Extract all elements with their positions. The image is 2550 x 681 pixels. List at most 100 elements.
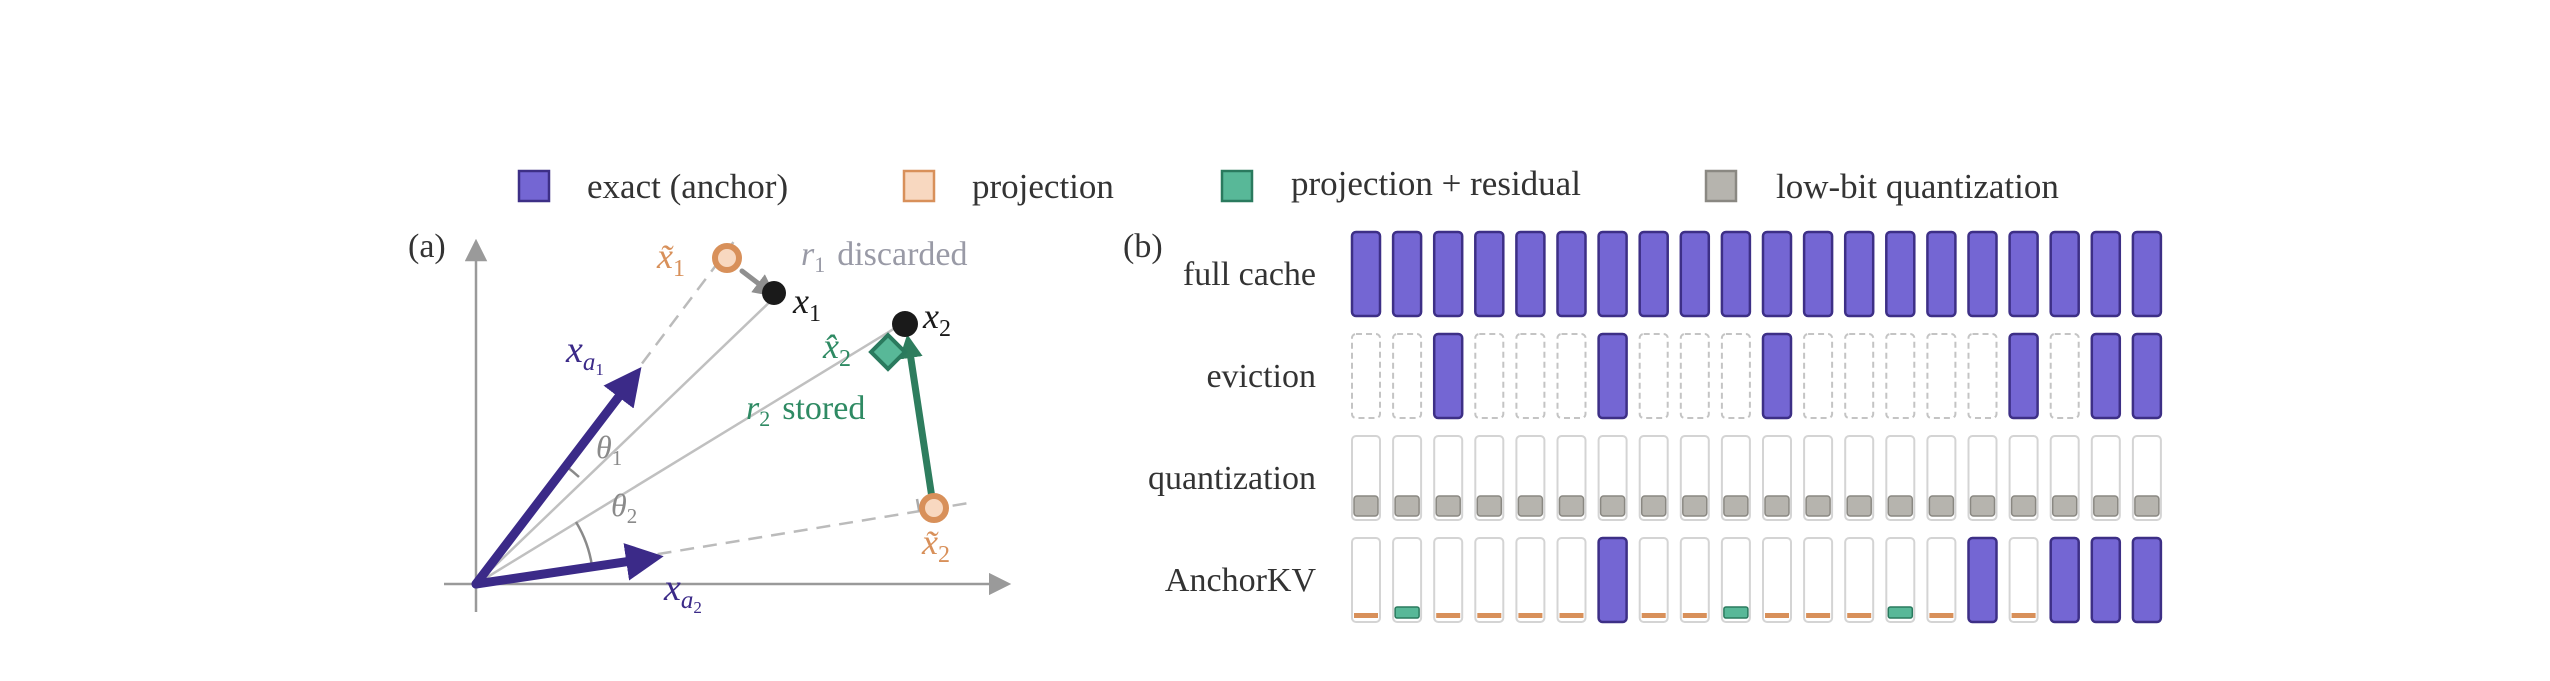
label-xa2: xa2 [663, 567, 702, 617]
cell-exact [1350, 230, 1382, 318]
cell-exact [1597, 536, 1628, 624]
cell-projection-fill [1354, 613, 1378, 618]
cache-cell [1638, 435, 1669, 521]
cell-outline [1762, 537, 1792, 623]
cell-outline [1803, 537, 1834, 623]
cache-cell [1515, 537, 1546, 623]
cache-cell [2131, 435, 2162, 521]
cache-grid [1350, 230, 2163, 624]
legend-swatch-residual [1220, 169, 1254, 203]
legend-label-projection: projection [972, 167, 1114, 206]
cache-cell [1885, 435, 1916, 521]
cell-evicted [1844, 333, 1875, 419]
row-label-3: AnchorKV [1165, 562, 1317, 599]
cache-cell [2090, 332, 2122, 420]
cache-cell [1720, 435, 1751, 521]
cache-cell [1762, 537, 1792, 623]
row-label-2: quantization [1148, 460, 1316, 497]
cache-cell [1597, 230, 1628, 318]
cache-cell [1885, 333, 1916, 419]
cell-exact [1432, 332, 1464, 420]
cell-evicted [1392, 333, 1423, 419]
cache-cell [1844, 333, 1875, 419]
cache-cell [1761, 230, 1793, 318]
cell-residual-fill [1394, 606, 1420, 619]
cache-cell [1844, 435, 1875, 521]
legend-label-exact: exact (anchor) [587, 167, 788, 206]
cache-cell [1967, 230, 1998, 318]
cell-evicted [1515, 333, 1546, 419]
cell-exact [1556, 230, 1587, 318]
cell-lowbit-fill [1435, 495, 1461, 517]
cell-outline [1679, 537, 1710, 623]
row-label-0: full cache [1183, 256, 1316, 293]
reconstruction-point-x-hat-2 [868, 332, 908, 372]
cell-outline [1926, 537, 1957, 623]
cell-exact [1802, 230, 1834, 318]
cell-lowbit-fill [1394, 495, 1420, 517]
cell-outline [1720, 537, 1751, 623]
cache-cell [1433, 537, 1464, 623]
cache-cell [2131, 536, 2163, 624]
guide-line-x2 [475, 320, 906, 586]
cell-exact [1515, 230, 1546, 318]
cell-evicted [1926, 333, 1957, 419]
label-x-hat-2: x̂2 [822, 326, 851, 372]
cache-cell [2049, 536, 2080, 624]
cell-exact [2131, 332, 2163, 420]
cell-residual-fill [1887, 606, 1914, 619]
cell-projection-fill [1847, 613, 1872, 618]
cell-lowbit-fill [1846, 495, 1872, 517]
theta2-arc [574, 521, 594, 567]
cell-lowbit-fill [2093, 495, 2119, 517]
anchor-vector-a2 [471, 543, 664, 589]
cache-cell [1350, 230, 1382, 318]
cell-exact [2131, 536, 2163, 624]
cache-cell [1556, 435, 1587, 521]
cache-cell [1515, 435, 1546, 521]
residual-r2-arrow [899, 334, 936, 502]
cell-lowbit-fill [1558, 495, 1585, 517]
cell-evicted [1351, 333, 1381, 419]
cell-exact [2131, 230, 2163, 318]
cell-evicted [1720, 333, 1751, 419]
cell-exact [2049, 230, 2080, 318]
cell-lowbit-fill [2010, 495, 2037, 517]
cell-lowbit-fill [1640, 495, 1667, 517]
cache-cell [1926, 230, 1957, 318]
cache-cell [2131, 332, 2163, 420]
residual-r1-arrow [739, 268, 776, 297]
cell-exact [1761, 332, 1793, 420]
cell-evicted [1556, 333, 1587, 419]
cell-exact [1474, 230, 1505, 318]
legend-label-lowbit: low-bit quantization [1776, 167, 2059, 206]
cell-exact [1967, 536, 1998, 624]
cell-outline [2008, 537, 2039, 623]
cell-exact [2090, 230, 2122, 318]
cell-lowbit-fill [1353, 495, 1379, 517]
cache-cell [1720, 333, 1751, 419]
cell-projection-fill [1682, 613, 1707, 618]
legend: exact (anchor) projection projection + r… [517, 164, 2059, 206]
cache-cell [2008, 332, 2039, 420]
cell-lowbit-fill [1682, 495, 1708, 517]
cell-projection-fill [1477, 613, 1502, 618]
cache-cell [1556, 230, 1587, 318]
cell-outline [1638, 537, 1669, 623]
cache-cell [1474, 537, 1505, 623]
cell-exact [1679, 230, 1711, 318]
cache-cell [1351, 435, 1381, 521]
cache-cell [1967, 536, 1998, 624]
cell-exact [1926, 230, 1957, 318]
cell-evicted [1967, 333, 1998, 419]
cell-evicted [1679, 333, 1710, 419]
cache-cell [1392, 333, 1423, 419]
label-x-tilde-2: x̃2 [921, 522, 950, 568]
cell-outline [1351, 537, 1381, 623]
cell-outline [1556, 537, 1587, 623]
